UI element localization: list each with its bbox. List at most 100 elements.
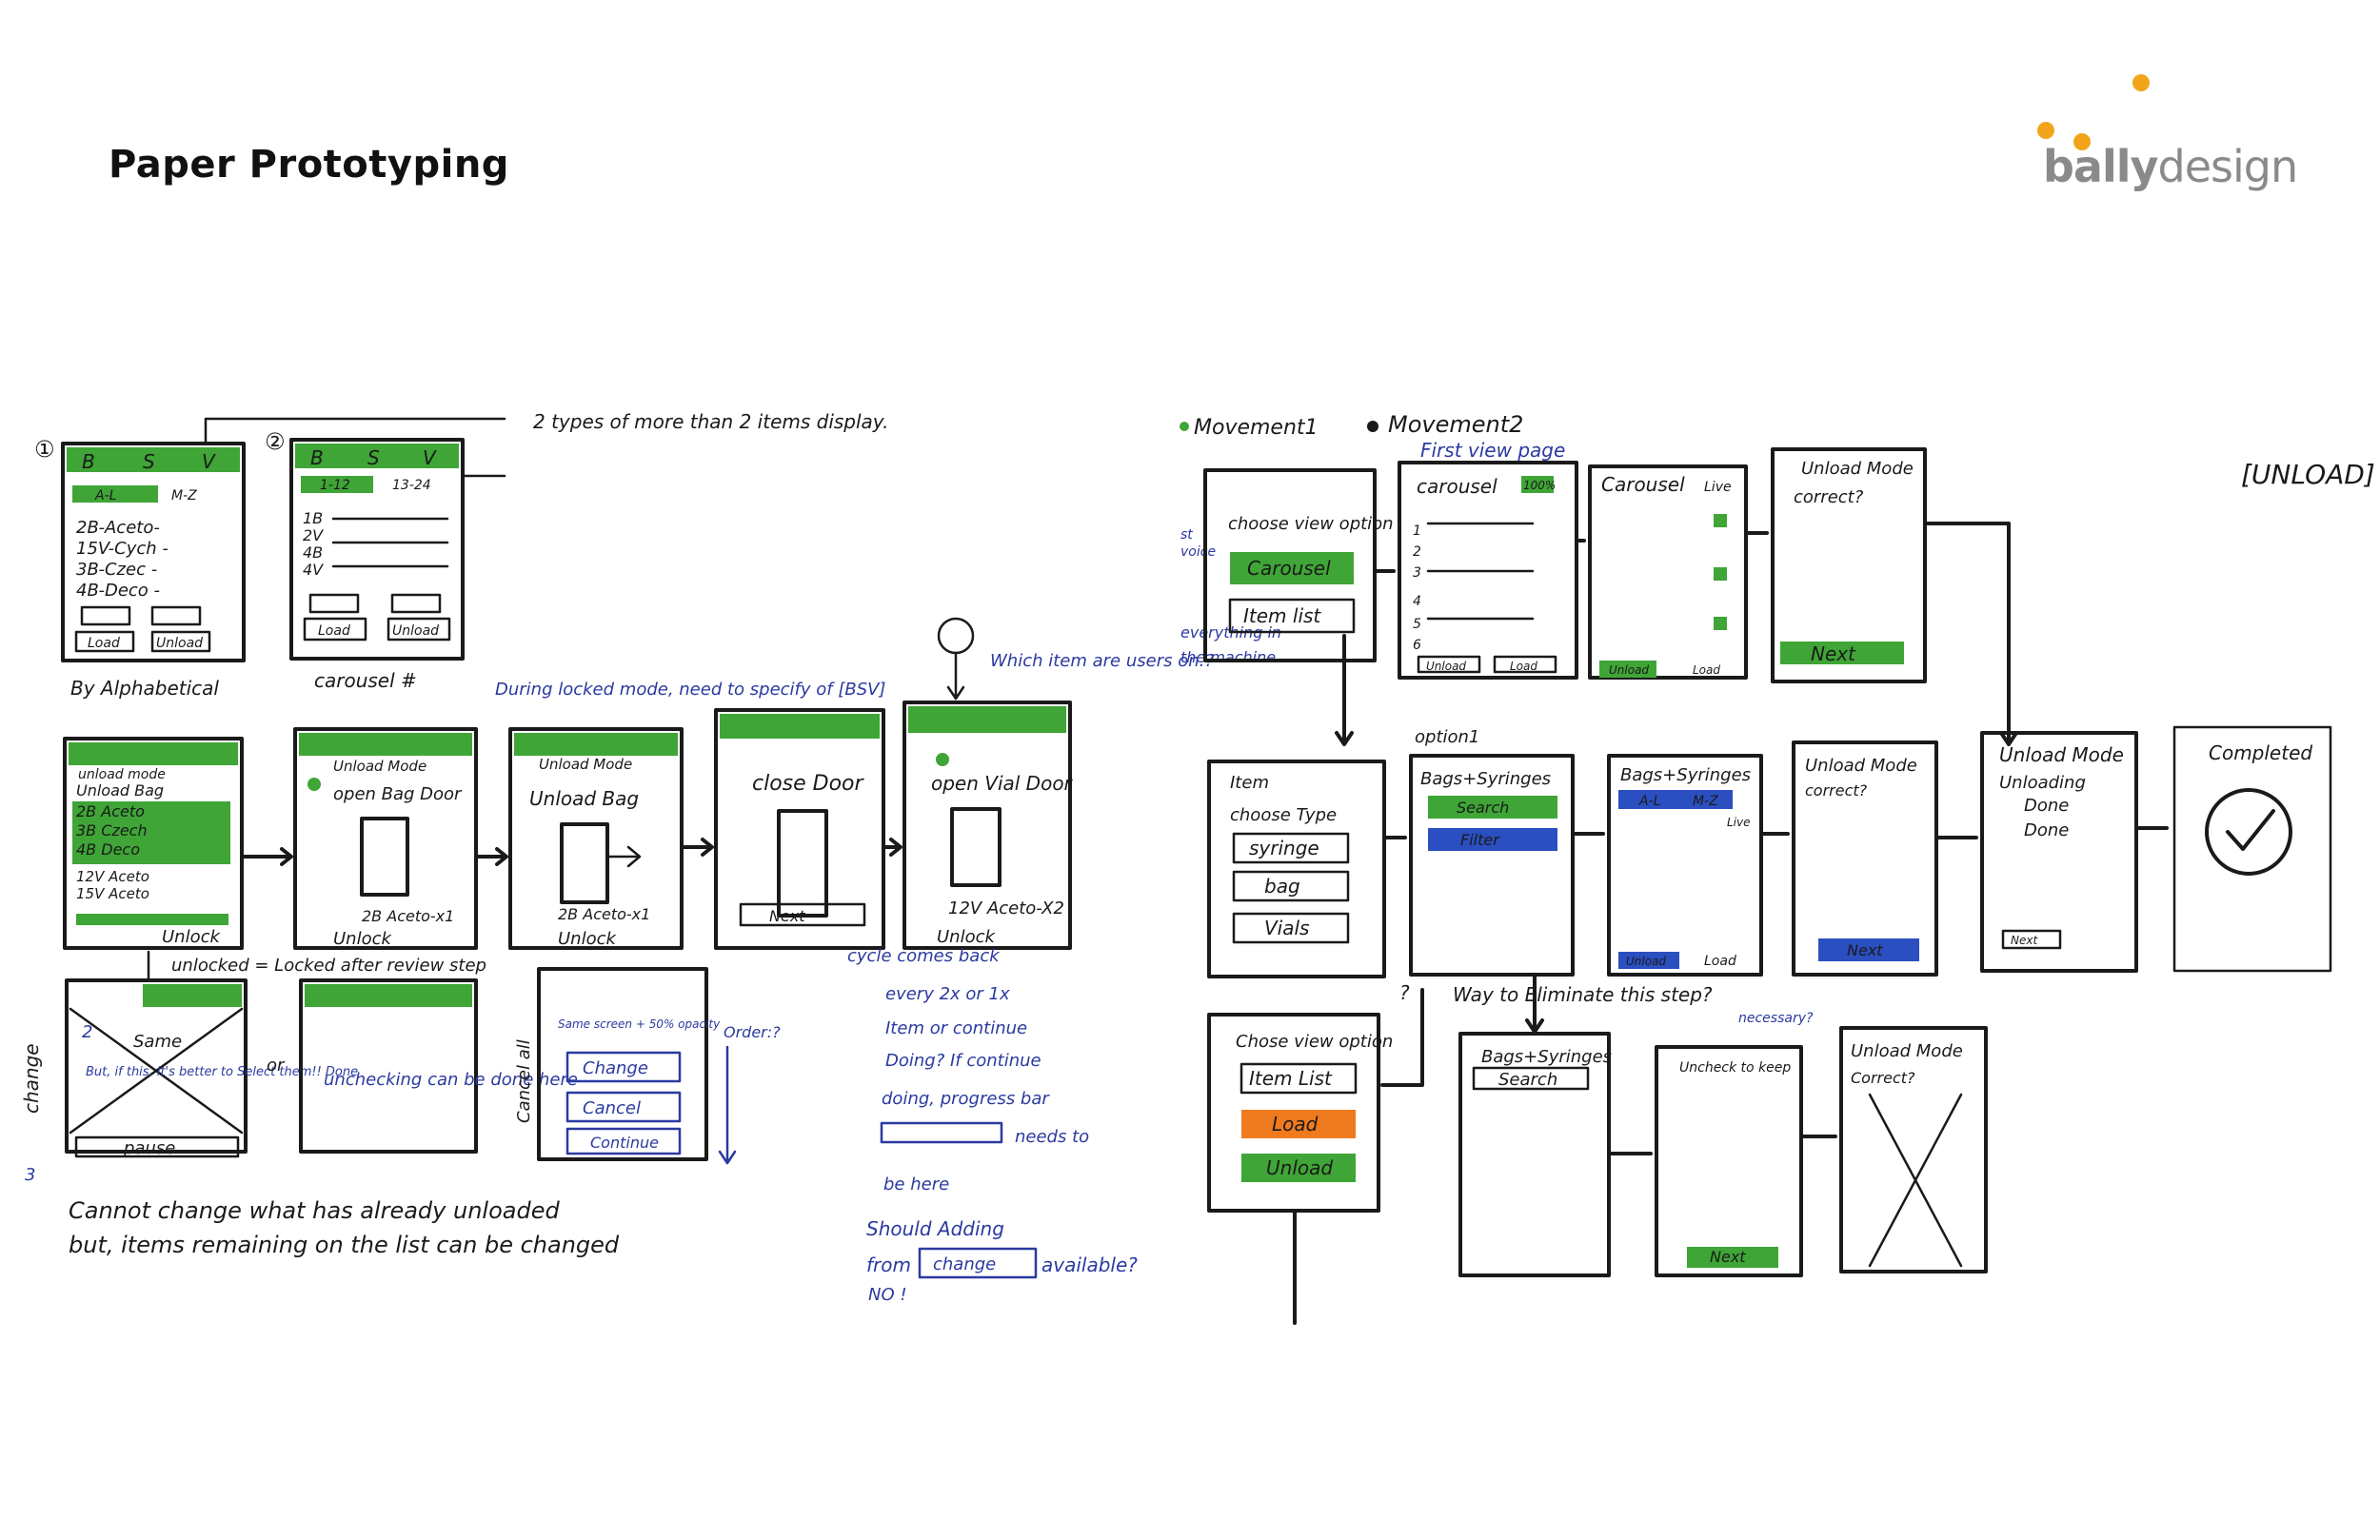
load-button: Load <box>318 623 350 639</box>
sketch-confirm-x: Unload Mode Correct? <box>1839 1026 1988 1273</box>
done-row: Done <box>2024 820 2069 840</box>
load-button: Load <box>1704 954 1736 969</box>
cycle-note: Doing? If continue <box>885 1051 1041 1071</box>
cycle-note: be here <box>883 1175 949 1194</box>
item-list-option: Item list <box>1243 604 1321 627</box>
side-note-top: st <box>1180 527 1193 543</box>
list-item: 4B Deco <box>76 840 140 859</box>
list-item: 3B Czech <box>76 821 148 839</box>
screen-title: carousel <box>1417 475 1497 498</box>
sketch-choose-view-2: Chose view option Item List Load Unload <box>1207 1013 1393 1213</box>
first-view-note: First view page <box>1420 439 1565 462</box>
logo-bold: bally <box>2043 141 2158 192</box>
list-item: 1B <box>303 509 323 527</box>
filter-button: Filter <box>1460 831 1500 849</box>
screen-title: Completed <box>2209 741 2312 764</box>
tab-v: V <box>202 450 216 473</box>
change-label: change <box>20 1043 43 1114</box>
tag: Live <box>1704 480 1732 495</box>
cycle-note: cycle comes back <box>847 946 1001 966</box>
row-number: 6 <box>1413 638 1421 653</box>
side-note-top: voice <box>1180 544 1216 560</box>
logo-dot <box>2037 122 2054 139</box>
search-button: Search <box>1457 799 1509 817</box>
or-label: or <box>267 1056 286 1076</box>
cancel-all-label: Cancel all <box>514 1039 534 1123</box>
screen-title: Bags+Syringes <box>1481 1047 1612 1067</box>
sketch-confirm-1: Unload Mode correct? Next <box>1771 447 1927 683</box>
step-header: Unload Mode <box>333 758 426 775</box>
sketch-choose-view: choose view option Carousel Item list <box>1203 468 1394 662</box>
sketch-change-screen: 2 Same But, if this, it's better to Sele… <box>25 978 358 1185</box>
sketch-uncheck-keep: Uncheck to keep Next <box>1655 1045 1803 1277</box>
load-button: Load <box>1693 663 1720 677</box>
sketch-item-type: Item choose Type syringe bag Vials <box>1207 760 1386 978</box>
list-item: 12V Aceto <box>76 868 149 885</box>
same-text: Same <box>133 1032 182 1052</box>
adding-note: change <box>933 1254 996 1274</box>
note-types-display: 2 types of more than 2 items display. <box>533 410 888 433</box>
screen-subtitle: Correct? <box>1851 1069 1915 1087</box>
tab-s: S <box>143 450 155 473</box>
row-number: 5 <box>1413 617 1421 632</box>
sketch-bags-search: Bags+Syringes Search Filter <box>1409 754 1575 977</box>
subtab: M-Z <box>171 488 197 503</box>
change-button: Change <box>583 1058 648 1078</box>
row-number: 2 <box>1413 544 1421 560</box>
row-number: 4 <box>1413 594 1421 609</box>
list-item: 15V-Cych - <box>76 539 169 559</box>
bag-option: bag <box>1264 875 1300 898</box>
sketch-carousel-2: Carousel Live Unload Load <box>1588 464 1748 680</box>
row-number: 3 <box>1413 565 1421 581</box>
sketch-step-unload-bag-list: unload mode Unload Bag 2B Aceto 3B Czech… <box>63 737 244 950</box>
step-title: open Bag Door <box>333 784 463 804</box>
list-item: 2B-Aceto- <box>76 518 160 538</box>
unlock-button: Unlock <box>333 929 392 949</box>
row-number: 1 <box>1413 523 1421 539</box>
adding-note: NO ! <box>868 1285 907 1305</box>
subtab: M-Z <box>1693 794 1718 809</box>
unload-button: Unload <box>156 636 203 651</box>
next-button: Next <box>769 907 805 925</box>
note-which-item: Which item are users on.? <box>990 651 1214 671</box>
unchecking-note: unchecking can be done here <box>324 1070 578 1090</box>
side-note: the machine <box>1180 648 1276 666</box>
load-option: Load <box>1272 1113 1319 1135</box>
sketch-step-unload-bag: Unload Mode Unload Bag 2B Aceto-x1 Unloc… <box>508 727 684 950</box>
list-item: 15V Aceto <box>76 885 149 902</box>
sketch-modal-screen: Same screen + 50% opacity Change Cancel … <box>537 967 721 1161</box>
unload-tag: [UNLOAD] <box>2241 459 2375 490</box>
vial-item: 12V Aceto-X2 <box>948 898 1064 918</box>
sketch-step-open-bag: Unload Mode open Bag Door 2B Aceto-x1 Un… <box>293 727 478 950</box>
screen-title: Unload Mode <box>1999 743 2124 766</box>
legend-movement1: Movement1 <box>1194 416 1319 440</box>
unload-button: Unload <box>1626 955 1666 968</box>
search-button: Search <box>1498 1070 1557 1090</box>
unlock-button: Unlock <box>937 927 996 947</box>
item-list-option: Item List <box>1249 1067 1333 1090</box>
list-item: 4B-Deco - <box>76 581 160 601</box>
bag-item: 2B Aceto-x1 <box>558 905 650 923</box>
sketch-screen-alphabetical: ① B S V A-L M-Z 2B-Aceto- 15V-Cych - 3B-… <box>34 436 246 700</box>
next-button: Next <box>1710 1248 1746 1266</box>
screen-title: Unload Mode <box>1805 756 1917 776</box>
adding-note: from <box>866 1254 911 1276</box>
screen-title: Bags+Syringes <box>1620 765 1751 785</box>
screen-title: Uncheck to keep <box>1679 1060 1791 1076</box>
subtab: 1-12 <box>320 478 350 493</box>
load-button: Load <box>1510 660 1537 673</box>
screen-title: Carousel <box>1601 473 1685 496</box>
list-item: 3B-Czec - <box>76 560 157 580</box>
logo-dot <box>2132 74 2150 91</box>
bag-item: 2B Aceto-x1 <box>362 907 454 925</box>
sketch-step-open-vial: open Vial Door 12V Aceto-X2 Unlock <box>902 701 1074 950</box>
subtab: A-L <box>94 488 116 503</box>
carousel-option: Carousel <box>1247 557 1331 580</box>
sketch-screen-carousel: ② B S V 1-12 13-24 1B 2V 4B 4V Load Unlo… <box>265 428 465 692</box>
step-title: Unload Bag <box>76 781 164 800</box>
next-button: Next <box>1847 941 1883 959</box>
unload-option: Unload <box>1266 1156 1333 1179</box>
screen-title: Chose view option <box>1236 1032 1393 1052</box>
sketch-unloading: Unload Mode Unloading Done Done Next <box>1980 731 2138 973</box>
order-note: Order:? <box>724 1023 781 1041</box>
